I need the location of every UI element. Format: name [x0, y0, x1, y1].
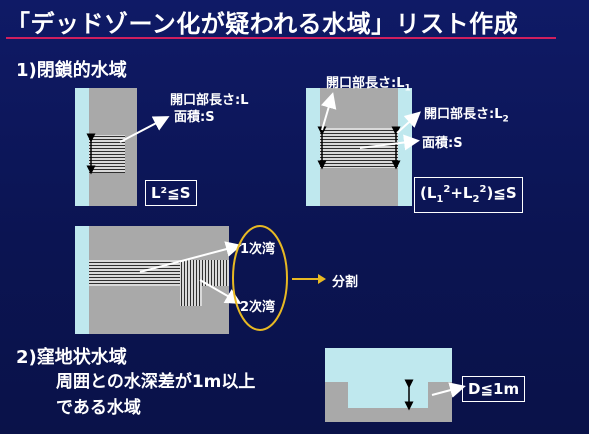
open-water-strip [75, 226, 89, 334]
depression-bed [325, 382, 452, 422]
diagram-a [75, 88, 170, 206]
section2-description-line1: 周囲との水深差が1m以上 [56, 372, 256, 392]
title-underline [6, 37, 556, 39]
area-label-b: 面積:S [422, 136, 463, 151]
area-label: 面積:S [174, 110, 215, 125]
open-water-strip-left [306, 88, 320, 206]
cond-b-sub1: 1 [436, 194, 444, 205]
slide-title: 「デッドゾーン化が疑われる水域」リスト作成 [6, 10, 519, 38]
section2-heading: 2)窪地状水域 [16, 347, 127, 368]
cond-b-open: (L [420, 184, 437, 202]
opening2-subscript: 2 [502, 114, 509, 125]
diagram-c [75, 225, 326, 334]
opening-length-label: 開口部長さ:L [170, 93, 249, 108]
opening1-subscript: 1 [404, 83, 411, 94]
diagram-d [325, 348, 466, 422]
cond-b-sup1: 2 [443, 184, 451, 195]
condition-b: (L12+L22)≦S [414, 177, 523, 213]
secondary-bay [180, 286, 202, 306]
opening2-length-label: 開口部長さ:L2 [424, 103, 509, 125]
pointer-arrow-bay1 [139, 241, 242, 273]
bay2-label: 2次湾 [240, 300, 276, 315]
pointer-arrow-2 [396, 111, 421, 134]
opening1-text: 開口部長さ:L [326, 76, 405, 91]
section1-heading: 1)閉鎖的水域 [16, 60, 127, 81]
open-water-strip [75, 88, 89, 206]
cond-b-plus: +L [450, 184, 473, 202]
pointer-arrow [119, 116, 170, 143]
cond-b-close: )≦S [486, 184, 517, 202]
pointer-arrow-area [359, 134, 420, 151]
cond-b-sub2: 2 [472, 194, 480, 205]
enclosed-area [320, 128, 398, 168]
pointer-arrow-depth [431, 382, 466, 398]
bay1-label: 1次湾 [240, 242, 276, 257]
pointer-arrow-1 [320, 92, 337, 131]
open-water-strip-right [398, 88, 412, 206]
bay-divider [168, 286, 178, 306]
cond-b-sup2: 2 [479, 184, 487, 195]
bay-group-ellipse [232, 225, 288, 331]
opening2-text: 開口部長さ:L [424, 107, 503, 122]
pointer-arrow-bay2 [199, 279, 242, 305]
condition-depth: D≦1m [462, 376, 526, 402]
split-arrow-head [318, 274, 326, 284]
split-label: 分割 [332, 275, 359, 290]
opening1-length-label: 開口部長さ:L1 [326, 72, 411, 94]
diagram-b [306, 88, 421, 206]
condition-a: L²≦S [145, 180, 197, 206]
section2-description-line2: である水域 [56, 398, 141, 418]
enclosed-area [89, 135, 125, 173]
